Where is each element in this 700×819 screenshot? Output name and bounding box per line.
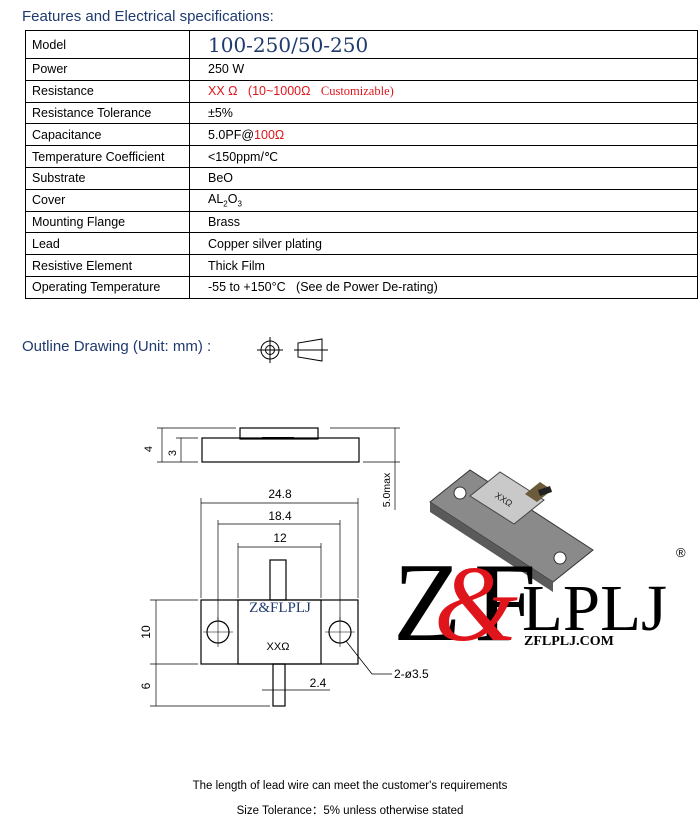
- registered-icon: ®: [676, 545, 686, 560]
- cover-sub-2: 2: [223, 199, 228, 209]
- dim-hole-dia: 2-ø3.5: [394, 667, 429, 681]
- logo-ampersand: &: [434, 545, 518, 664]
- spec-value-model: 100-250/50-250: [189, 30, 698, 59]
- spec-section-title: Features and Electrical specifications:: [22, 8, 274, 25]
- table-row: Resistance XX Ω (10~1000Ω Customizable): [25, 79, 698, 103]
- table-row: Operating Temperature -55 to +150°C (See…: [25, 275, 698, 299]
- spec-key: Resistance: [25, 79, 190, 103]
- cover-o: O: [227, 191, 238, 206]
- resistance-value: XX Ω: [208, 83, 238, 98]
- dim-hole-spacing: 18.4: [268, 509, 292, 523]
- table-row: Capacitance 5.0PF@100Ω: [25, 123, 698, 147]
- spec-key: Resistance Tolerance: [25, 101, 190, 125]
- spec-table: Model 100-250/50-250 Power 250 W Resista…: [25, 30, 698, 299]
- dim-max-height: 5.0max: [381, 472, 393, 507]
- spec-key: Power: [25, 58, 190, 81]
- tempco-value: <150ppm/: [208, 149, 264, 164]
- logo-website: ZFLPLJ.COM: [524, 634, 614, 649]
- spec-value: -55 to +150°C (See de Power De-rating): [189, 275, 698, 299]
- optemp-note: (See de Power De-rating): [296, 280, 438, 295]
- projection-symbol-icon: [257, 337, 328, 363]
- table-row: Model 100-250/50-250: [25, 30, 698, 59]
- capacitance-ref: 100Ω: [254, 127, 285, 142]
- side-view: [157, 427, 400, 510]
- logo-letter-f: F: [474, 541, 536, 665]
- spec-value: XX Ω (10~1000Ω Customizable): [189, 79, 698, 103]
- dim-body-width: 12: [273, 531, 287, 545]
- dim-lead-length: 6: [139, 682, 153, 689]
- resistance-range: (10~1000Ω: [247, 83, 311, 98]
- dim-height-flange: 3: [167, 450, 179, 456]
- spec-key: Model: [25, 30, 190, 59]
- capacitance-value: 5.0PF@: [208, 127, 255, 142]
- component-mark: XXΩ: [267, 641, 290, 653]
- spec-value: ±5%: [189, 101, 698, 125]
- table-row: Power 250 W: [25, 58, 698, 81]
- brand-logo: Z F & LPLJ ® ZFLPLJ.COM: [393, 541, 686, 665]
- top-view: [150, 498, 392, 707]
- footer-note-tolerance: Size Tolerance：5% unless otherwise state…: [236, 805, 464, 817]
- logo-letter-z: Z: [393, 541, 461, 665]
- cover-al: AL: [208, 191, 224, 206]
- spec-key: Operating Temperature: [25, 275, 190, 299]
- component-brand: Z&FLPLJ: [249, 600, 311, 616]
- spec-key: Temperature Coefficient: [25, 145, 190, 168]
- tempco-unit: ℃: [263, 149, 278, 164]
- footer-note-lead: The length of lead wire can meet the cus…: [192, 780, 508, 792]
- logo-letters: LPLJ: [522, 572, 667, 645]
- table-row: Substrate BeO: [25, 166, 698, 190]
- resistance-note: Customizable): [320, 83, 394, 98]
- dim-lead-width: 2.4: [310, 676, 327, 690]
- table-row: Resistance Tolerance ±5%: [25, 101, 698, 125]
- outline-section-title: Outline Drawing (Unit: mm) :: [22, 338, 212, 355]
- dim-height-total: 4: [143, 446, 155, 452]
- dim-width-total: 24.8: [268, 487, 292, 501]
- product-photo: [429, 469, 594, 592]
- optemp-range: -55 to +150°C: [208, 280, 286, 295]
- dim-flange-height: 10: [139, 625, 153, 639]
- cover-sub-3: 3: [237, 199, 242, 209]
- table-row: Temperature Coefficient <150ppm/℃: [25, 145, 698, 168]
- spec-value: 250 W: [189, 58, 698, 81]
